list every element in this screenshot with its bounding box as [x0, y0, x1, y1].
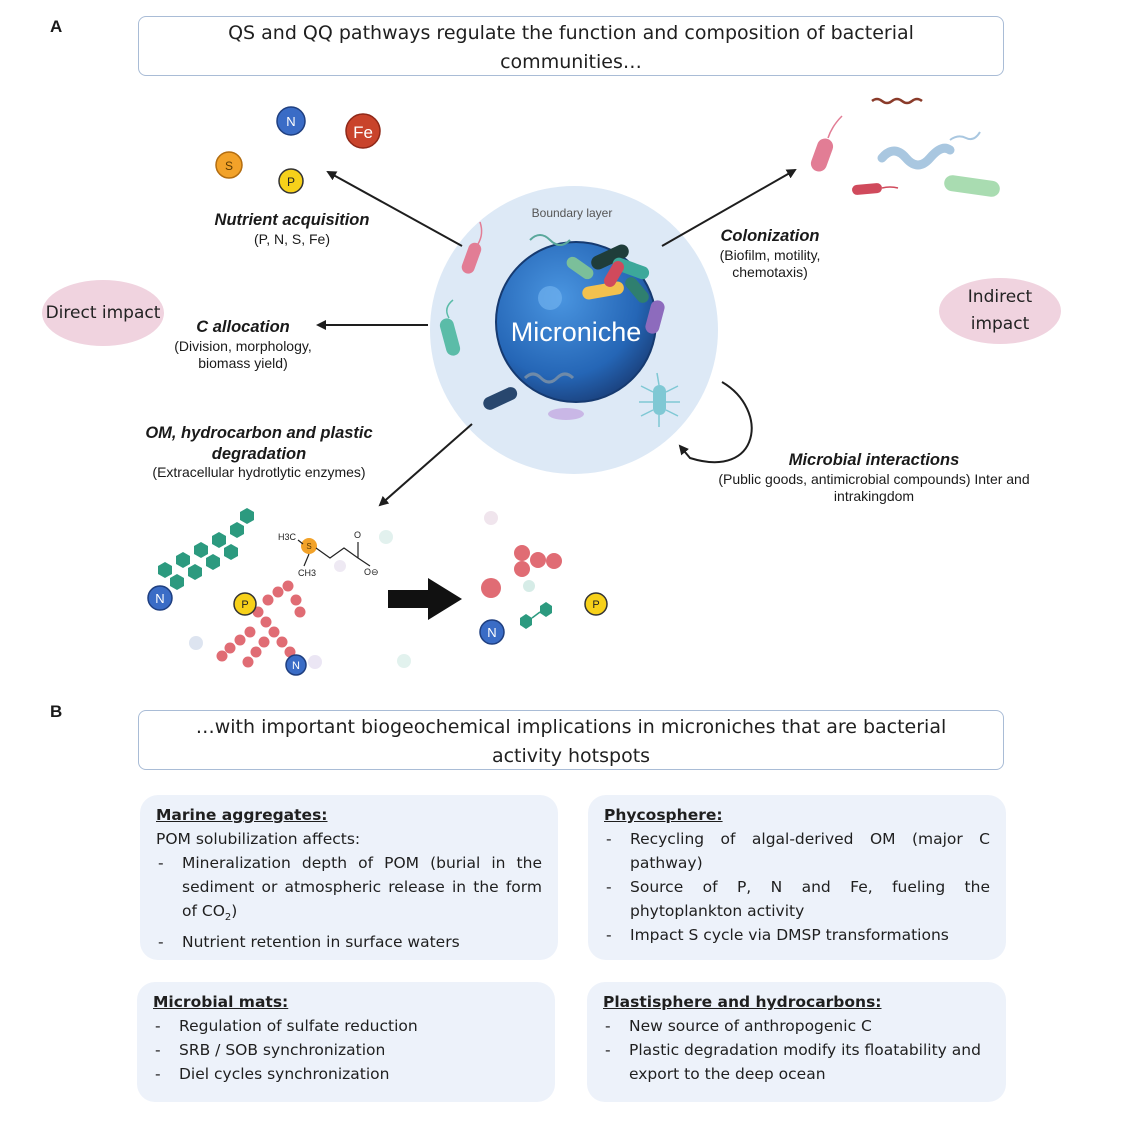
degraded-products-icon — [481, 545, 562, 629]
nutrient-fe-icon: Fe — [345, 113, 381, 149]
label-colonization: Colonization (Biofilm, motility, chemota… — [700, 226, 840, 282]
phycosphere-item: Recycling of algal-derived OM (major C p… — [604, 827, 990, 875]
marine-aggregates-item: Nutrient retention in surface waters — [156, 930, 542, 954]
phycosphere-item: Source of P, N and Fe, fueling the phyto… — [604, 875, 990, 923]
svg-text:CH3: CH3 — [298, 568, 316, 578]
arrow-colonization — [661, 169, 797, 247]
nutrient-p-icon-substrate: P — [233, 592, 257, 616]
svg-text:N: N — [487, 625, 496, 640]
plastisphere-item: Plastic degradation modify its floatabil… — [603, 1038, 990, 1086]
svg-text:H3C: H3C — [278, 532, 297, 542]
bacterium-teal-edge-icon — [439, 299, 461, 356]
degradation-title: OM, hydrocarbon and plastic degradation — [145, 424, 373, 463]
card-microbial-mats: Microbial mats: Regulation of sulfate re… — [137, 982, 555, 1102]
panel-b-letter: B — [50, 702, 63, 721]
c-allocation-title: C allocation — [196, 318, 290, 336]
svg-text:O⊖: O⊖ — [364, 567, 379, 577]
bacterium-lilac-icon — [548, 408, 584, 420]
phycosphere-item: Impact S cycle via DMSP transformations — [604, 923, 990, 947]
direct-impact-badge: Direct impact — [42, 280, 164, 346]
dmsp-molecule-icon: H3C S CH3 O O⊖ — [278, 530, 379, 578]
card-phycosphere: Phycosphere: Recycling of algal-derived … — [588, 795, 1006, 960]
svg-text:S: S — [225, 159, 233, 173]
degradation-subtitle: (Extracellular hydrotlytic enzymes) — [152, 464, 366, 481]
plastisphere-title: Plastisphere and hydrocarbons: — [603, 993, 882, 1011]
nutrient-p-icon-product: P — [584, 592, 608, 616]
svg-text:N: N — [292, 660, 300, 672]
colonization-subtitle: (Biofilm, motility, chemotaxis) — [719, 246, 821, 281]
diagram-panel-a: Microniche Boundary layer N Fe — [147, 97, 1000, 676]
nutrient-n-icon-product: N — [479, 619, 505, 645]
sphere-highlight — [538, 286, 562, 310]
c-allocation-subtitle: (Division, morphology, biomass yield) — [174, 337, 312, 372]
svg-text:P: P — [287, 175, 295, 189]
marine-aggregates-title: Marine aggregates: — [156, 806, 328, 824]
svg-text:Fe: Fe — [353, 123, 373, 142]
colonization-title: Colonization — [720, 227, 820, 245]
panel-b-headline: …with important biogeochemical implicati… — [138, 710, 1004, 770]
plastisphere-item: New source of anthropogenic C — [603, 1014, 990, 1038]
microbial-mats-title: Microbial mats: — [153, 993, 289, 1011]
marine-aggregates-intro: POM solubilization affects: — [156, 830, 361, 848]
microbial-mats-item: SRB / SOB synchronization — [153, 1038, 539, 1062]
hexagon-chain-icon — [158, 508, 254, 590]
svg-text:N: N — [155, 591, 164, 606]
svg-text:O: O — [354, 530, 361, 540]
microniche-label: Microniche — [511, 317, 642, 347]
card-plastisphere: Plastisphere and hydrocarbons: New sourc… — [587, 982, 1006, 1102]
degradation-result-arrow — [388, 578, 462, 620]
svg-text:P: P — [241, 599, 248, 611]
flagellated-bacterium-icon — [639, 372, 680, 427]
arrow-degradation — [378, 423, 473, 507]
phycosphere-title: Phycosphere: — [604, 806, 723, 824]
nutrient-subtitle: (P, N, S, Fe) — [254, 230, 330, 247]
interactions-subtitle: (Public goods, antimicrobial compounds) … — [718, 470, 1030, 505]
svg-text:P: P — [592, 599, 599, 611]
label-degradation: OM, hydrocarbon and plastic degradation … — [124, 423, 394, 482]
bacterium-pink-edge-icon — [461, 221, 483, 274]
nutrient-n-icon-branch: N — [285, 654, 307, 676]
bacterium-purple-icon — [645, 300, 665, 334]
nutrient-s-icon: S — [215, 151, 243, 179]
nutrient-title: Nutrient acquisition — [214, 211, 370, 229]
spiral-bacterium-icon — [523, 372, 575, 384]
panel-a-headline: QS and QQ pathways regulate the function… — [138, 16, 1004, 76]
marine-aggregates-item: Mineralization depth of POM (burial in t… — [156, 851, 542, 930]
microbial-mats-item: Diel cycles synchronization — [153, 1062, 539, 1086]
arrow-nutrient — [326, 171, 463, 247]
decorative-bubbles — [189, 511, 498, 669]
colonization-bacteria-icon — [810, 97, 1000, 197]
label-microbial-interactions: Microbial interactions (Public goods, an… — [718, 450, 1030, 506]
panel-a-letter: A — [50, 17, 63, 36]
svg-text:N: N — [286, 114, 295, 129]
label-c-allocation: C allocation (Division, morphology, biom… — [148, 317, 338, 373]
label-nutrient-acquisition: Nutrient acquisition (P, N, S, Fe) — [212, 210, 372, 248]
interactions-title: Microbial interactions — [788, 451, 960, 469]
nutrient-p-icon: P — [278, 168, 304, 194]
bead-branch-icon — [216, 580, 306, 668]
bacteria-cluster-icon — [529, 234, 650, 303]
svg-text:S: S — [306, 542, 311, 551]
nutrient-n-icon: N — [276, 106, 306, 136]
arrow-interactions — [678, 381, 753, 464]
card-marine-aggregates: Marine aggregates: POM solubilization af… — [140, 795, 558, 960]
nutrient-n-icon-substrate: N — [147, 585, 173, 611]
indirect-impact-badge: Indirect impact — [939, 278, 1061, 344]
microbial-mats-item: Regulation of sulfate reduction — [153, 1014, 539, 1038]
bacterium-navy-icon — [483, 387, 518, 410]
boundary-layer-label: Boundary layer — [532, 206, 613, 220]
